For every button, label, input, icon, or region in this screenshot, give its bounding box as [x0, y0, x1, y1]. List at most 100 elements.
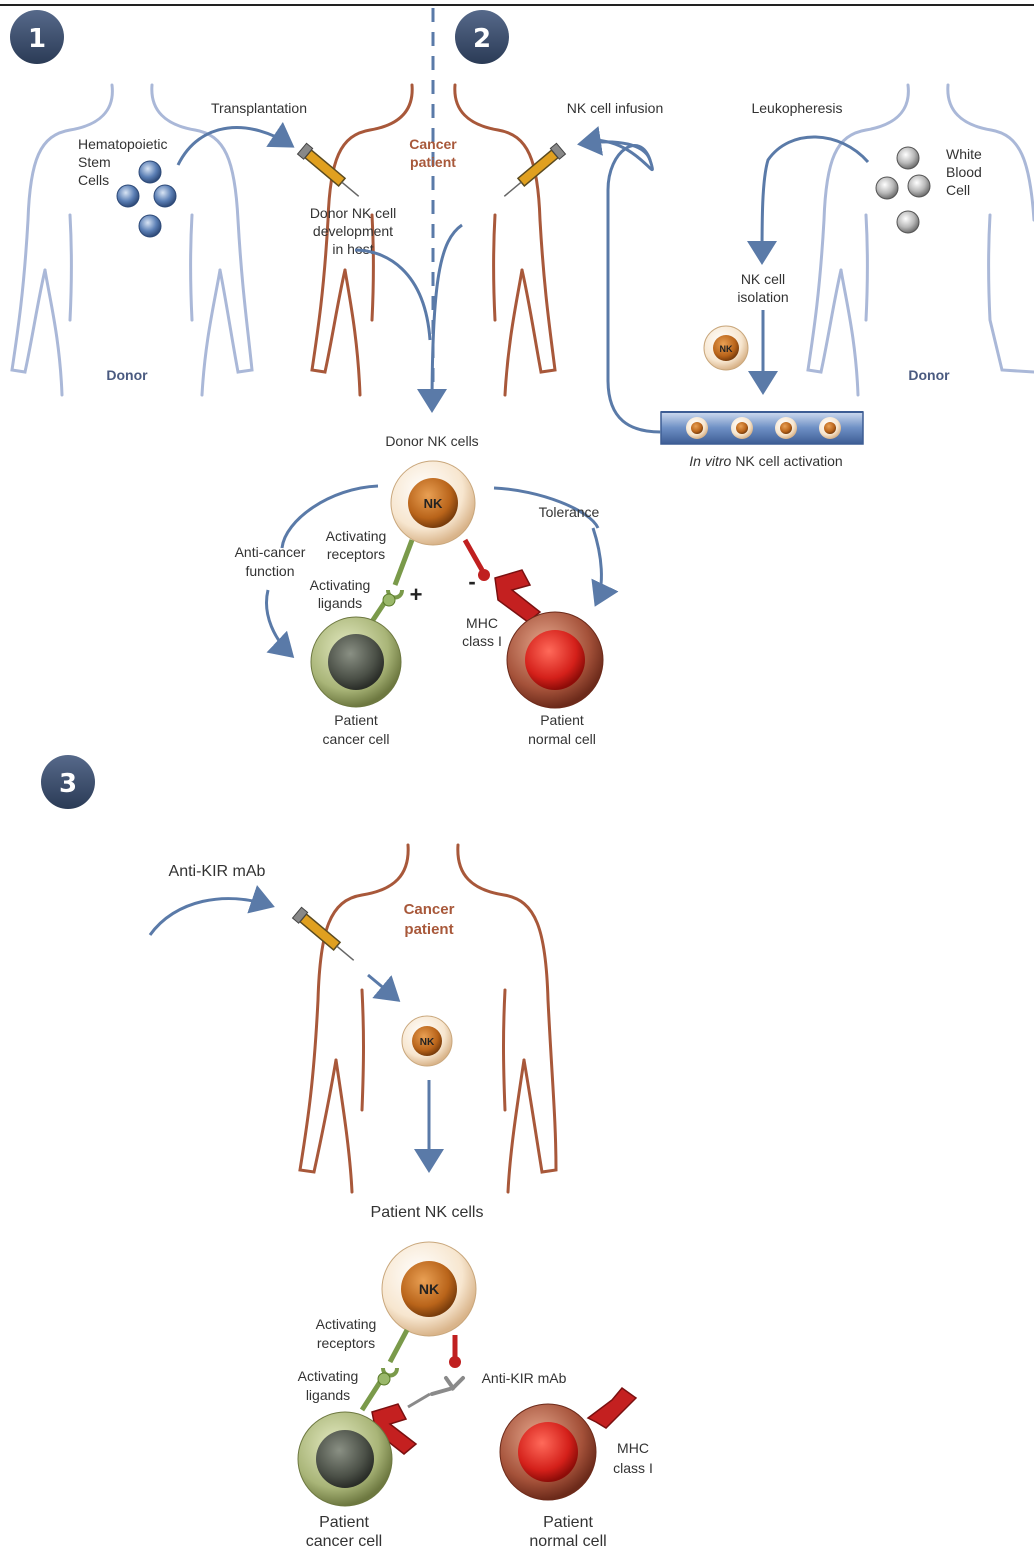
converge-arrow-left	[355, 250, 430, 340]
hsc-cell	[139, 215, 161, 237]
syringe-icon	[293, 907, 359, 965]
infusion-return-line	[592, 140, 661, 432]
cancer1-line1: Patient	[334, 712, 378, 728]
cancer-cell-label-3: Patient cancer cell	[306, 1514, 382, 1548]
mhc-class-i	[495, 570, 540, 622]
donor-nk-dev-label: Donor NK cell development in host	[310, 205, 396, 257]
dish-nk-nucleus	[736, 422, 748, 434]
donor-label-left: Donor	[106, 367, 148, 383]
leukopheresis-label: Leukopheresis	[751, 100, 842, 116]
injection-arrow	[368, 975, 398, 1000]
step-number-2: 2	[473, 24, 491, 54]
inhibitory-receptor-head	[478, 569, 490, 581]
tolerance-label: Tolerance	[539, 504, 600, 520]
hsc-label-line3: Cells	[78, 172, 109, 188]
activating-ligand	[362, 1382, 380, 1410]
antibody-tail	[408, 1394, 430, 1407]
minus-sign: -	[468, 569, 475, 594]
transplantation-arrow	[178, 128, 292, 165]
anti-kir-mab-title: Anti-KIR mAb	[169, 863, 266, 880]
wbc-cells	[876, 147, 930, 233]
anti-kir-mab-label: Anti-KIR mAb	[482, 1370, 567, 1386]
anti-kir-label-text: Anti-KIR mAb	[482, 1370, 567, 1386]
inhibitory-receptor	[465, 540, 482, 570]
wbc-cell	[897, 147, 919, 169]
dish-nk-nucleus	[824, 422, 836, 434]
normal-cell-label-1: Patient normal cell	[528, 712, 596, 747]
normal3-line1: Patient	[543, 1514, 593, 1531]
normal1-line2: normal cell	[528, 731, 596, 747]
plus-sign: +	[410, 582, 423, 607]
donor-nk-label: NK	[424, 496, 443, 511]
mhc3-line1: MHC	[617, 1440, 649, 1456]
anti-kir-antibody	[432, 1378, 463, 1394]
activating-receptor	[395, 540, 412, 585]
mhc-label-1: MHC class I	[462, 615, 502, 649]
inhibitory-receptor-head	[449, 1356, 461, 1368]
mhc3-line2: class I	[613, 1460, 653, 1476]
mhc-class-i-normal	[588, 1388, 636, 1428]
donor-nk-dev-line2: development	[313, 223, 393, 239]
mhc-label-3: MHC class I	[613, 1440, 653, 1476]
act-receptors3-line1: Activating	[316, 1316, 377, 1332]
cancer-patient-b-line1: Cancer	[404, 901, 455, 918]
patient-cancer-cell-1	[311, 617, 401, 707]
donor-nk-cells-label: Donor NK cells	[385, 433, 478, 449]
syringe-icon	[500, 143, 566, 201]
hsc-label-line1: Hematopoietic	[78, 136, 168, 152]
in-vitro-rest: NK cell activation	[735, 453, 842, 469]
wbc-label: White Blood Cell	[946, 146, 982, 198]
tolerance-arrow	[593, 528, 601, 604]
patient-nk-label: NK	[419, 1281, 439, 1297]
anti-cancer-line1: Anti-cancer	[235, 544, 306, 560]
wbc-cell	[876, 177, 898, 199]
hsc-cell	[117, 185, 139, 207]
act-receptors-line2: receptors	[327, 546, 385, 562]
act-ligands-line1: Activating	[310, 577, 371, 593]
cancer3-line1: Patient	[319, 1514, 369, 1531]
hsc-cell	[139, 161, 161, 183]
cancer-cell-label-1: Patient cancer cell	[323, 712, 390, 747]
wbc-cell	[897, 211, 919, 233]
donor-nk-dev-line3: in host	[332, 241, 373, 257]
donor-nk-cell: NK	[391, 461, 475, 545]
donor-nk-dev-line1: Donor NK cell	[310, 205, 396, 221]
patient-normal-cell-3	[500, 1404, 596, 1500]
hsc-label-line2: Stem	[78, 154, 111, 170]
cancer3-line2: cancer cell	[306, 1533, 382, 1548]
nk-isolation-label: NK cell isolation	[737, 271, 788, 305]
anti-cancer-arrow	[267, 590, 292, 656]
hsc-cells	[117, 161, 176, 237]
patient-normal-cell-1	[507, 612, 603, 708]
anti-cancer-line2: function	[245, 563, 294, 579]
wbc-label-line1: White	[946, 146, 982, 162]
step-number-1: 1	[28, 24, 46, 54]
leukopheresis-arrow	[762, 137, 868, 262]
patient-nk-cells-label: Patient NK cells	[371, 1204, 484, 1221]
activating-ligand-head	[378, 1373, 390, 1385]
patient-cancer-cell-3	[298, 1412, 392, 1506]
donor-label-right: Donor	[908, 367, 950, 383]
cancer-patient-label-bottom: Cancer patient	[404, 901, 455, 938]
activating-receptors-label-3: Activating receptors	[316, 1316, 377, 1351]
converge-arrow-right	[432, 225, 462, 410]
isolated-nk-label: NK	[720, 344, 733, 354]
isolated-nk-cell: NK	[704, 326, 748, 370]
normal-cell-label-3: Patient normal cell	[529, 1514, 606, 1548]
step-number-3: 3	[59, 769, 77, 799]
dish-nk-nucleus	[691, 422, 703, 434]
hsc-cell	[154, 185, 176, 207]
activating-receptors-label: Activating receptors	[326, 528, 387, 562]
anti-cancer-label: Anti-cancer function	[235, 544, 306, 579]
transplantation-label: Transplantation	[211, 100, 307, 116]
cancer1-line2: cancer cell	[323, 731, 390, 747]
activating-receptor	[390, 1330, 407, 1362]
act-receptors3-line2: receptors	[317, 1335, 375, 1351]
step-badge-3: 3	[41, 755, 95, 809]
dish-nk-nucleus	[780, 422, 792, 434]
wbc-cell	[908, 175, 930, 197]
nk-isolation-line1: NK cell	[741, 271, 785, 287]
cancer-patient-line2: patient	[410, 154, 456, 170]
activating-ligands-label: Activating ligands	[310, 577, 371, 611]
